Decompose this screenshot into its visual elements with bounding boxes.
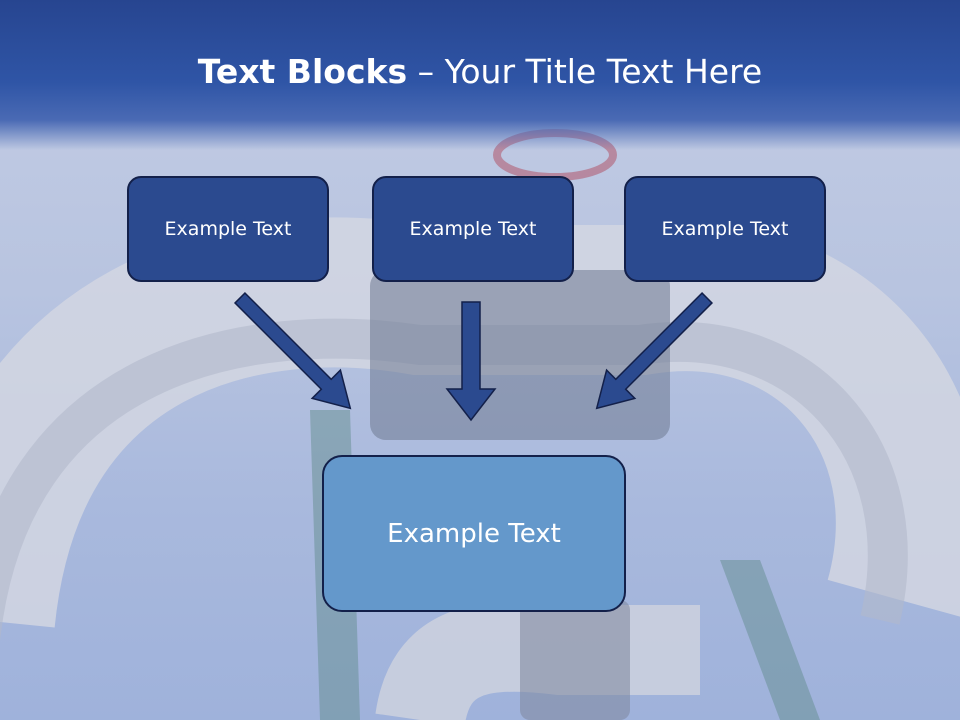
header-band	[0, 0, 960, 150]
arrow-center-icon	[445, 301, 497, 422]
text-block-left-label: Example Text	[164, 218, 292, 240]
title-rest: Your Title Text Here	[444, 52, 763, 91]
slide-title: Text Blocks – Your Title Text Here	[0, 52, 960, 91]
text-block-bottom-label: Example Text	[387, 518, 561, 549]
text-block-center-label: Example Text	[409, 218, 537, 240]
text-block-left[interactable]: Example Text	[127, 176, 329, 282]
valve-flange	[520, 600, 630, 720]
text-block-bottom[interactable]: Example Text	[322, 455, 626, 612]
text-block-center[interactable]: Example Text	[372, 176, 574, 282]
support-leg-right	[720, 560, 820, 720]
text-block-right[interactable]: Example Text	[624, 176, 826, 282]
title-bold-part: Text Blocks	[197, 52, 408, 91]
arrow-right-icon	[595, 291, 714, 410]
title-separator: –	[407, 52, 445, 91]
arrow-left-icon	[233, 291, 352, 410]
text-block-right-label: Example Text	[661, 218, 789, 240]
valve-body	[370, 270, 670, 440]
